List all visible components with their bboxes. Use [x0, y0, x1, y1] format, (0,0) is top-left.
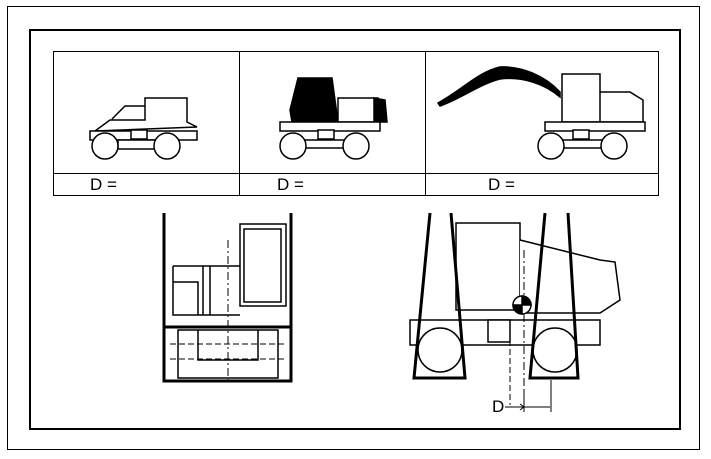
outer-border	[7, 6, 700, 450]
config-cell-2	[240, 52, 426, 173]
label-cell-3: D =	[426, 174, 658, 196]
d-equals-label-3: D =	[488, 175, 515, 194]
label-cell-2: D =	[240, 174, 426, 196]
label-row: D = D = D =	[54, 173, 658, 196]
config-cell-1	[54, 52, 240, 173]
dimension-d-label: D	[492, 397, 505, 416]
d-equals-label-2: D =	[277, 175, 304, 194]
inner-border	[29, 29, 681, 430]
d-equals-label-1: D =	[90, 175, 117, 194]
configuration-table: D = D = D =	[53, 51, 659, 196]
label-cell-1: D =	[54, 174, 240, 196]
